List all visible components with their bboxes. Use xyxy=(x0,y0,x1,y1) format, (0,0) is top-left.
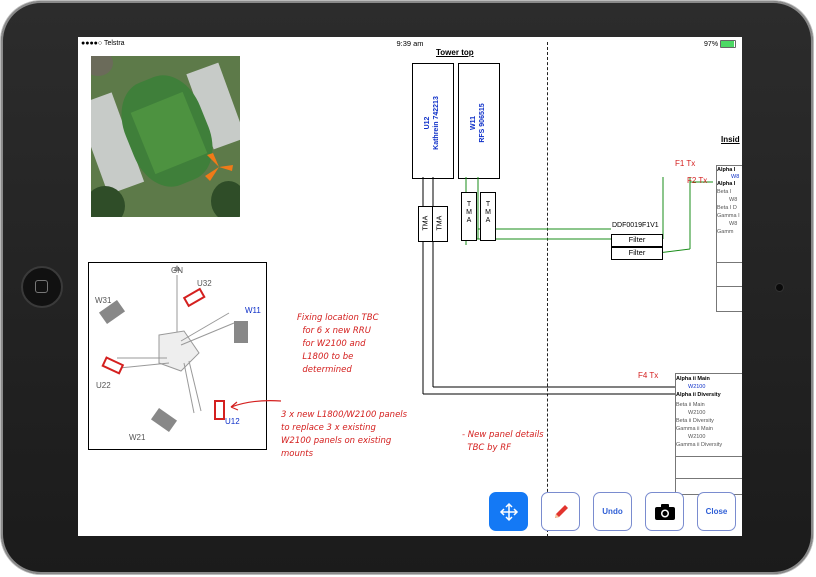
feeder-label-f2: F2 Tx xyxy=(687,176,708,185)
feeder-label-f1: F1 Tx xyxy=(675,159,696,168)
antenna-w11-label: W11 RFS 906515 xyxy=(470,103,486,143)
move-arrows-icon xyxy=(499,502,518,521)
battery-icon xyxy=(720,40,736,48)
table-top-row: Alpha I xyxy=(717,181,736,187)
tma-label-3: T M A xyxy=(466,201,472,224)
tma-box-2: TMA xyxy=(432,206,448,242)
sector-label-w21: W21 xyxy=(129,433,146,442)
schematic-lines xyxy=(422,177,713,395)
filter-label-2: Filter xyxy=(628,248,646,257)
table-bottom-row: Beta ii Main xyxy=(676,402,705,408)
tower-top-title: Tower top xyxy=(436,48,474,57)
undo-button[interactable]: Undo xyxy=(593,492,632,531)
table-bottom-row: W2100 xyxy=(688,410,706,416)
table-bottom-row: Alpha ii Diversity xyxy=(676,392,721,398)
inside-title: Insid xyxy=(721,135,740,144)
equipment-table-bottom: Alpha ii Main W2100 Alpha ii Diversity B… xyxy=(675,373,742,495)
sector-label-u12: U12 xyxy=(225,417,240,426)
undo-label: Undo xyxy=(602,507,623,516)
table-top-row: Gamm xyxy=(717,229,734,235)
feeder-label-f4: F4 Tx xyxy=(638,371,659,380)
table-top-row: W8 xyxy=(731,174,740,180)
tma-box-3: T M A xyxy=(461,192,477,241)
table-top-row: Gamma I xyxy=(717,213,740,219)
tma-label-2: TMA xyxy=(436,215,444,231)
sector-label-u22: U22 xyxy=(96,381,111,390)
north-label: GN xyxy=(171,266,183,275)
site-plan: GN U32 W11 W31 U22 U12 W21 xyxy=(88,262,267,450)
equipment-table-top: Alpha I W8 Alpha I Beta I W8 Beta I D Ga… xyxy=(716,165,742,312)
table-top-row: Alpha I xyxy=(717,167,736,173)
table-bottom-row: W2100 xyxy=(688,434,706,440)
battery-status: 97% xyxy=(704,40,736,48)
table-bottom-row: Gamma ii Diversity xyxy=(676,442,723,448)
move-button[interactable] xyxy=(489,492,528,531)
table-top-row: W8 xyxy=(729,197,738,203)
home-square-icon xyxy=(35,280,48,293)
antenna-w11: W11 RFS 906515 xyxy=(458,63,500,179)
filter-code: DDF0019F1V1 xyxy=(612,222,659,229)
tma-box-4: T M A xyxy=(480,192,496,241)
clock: 9:39 am xyxy=(396,39,424,48)
close-label: Close xyxy=(705,507,728,516)
note-replace-panels: 3 x new L1800/W2100 panels to replace 3 … xyxy=(281,410,408,459)
antenna-u12-label: U12 Kathrein 742213 xyxy=(424,96,440,150)
screen: ●●●●○ Telstra 9:39 am 97% xyxy=(78,37,742,536)
pencil-button[interactable] xyxy=(541,492,580,531)
satellite-map xyxy=(91,56,240,217)
camera-button[interactable] xyxy=(645,492,684,531)
boundary-dashed-line xyxy=(547,42,548,536)
note-panel-details: - New panel details TBC by RF xyxy=(462,430,544,453)
front-camera xyxy=(775,283,784,292)
table-bottom-row: Beta ii Diversity xyxy=(676,418,714,424)
sector-label-w11: W11 xyxy=(245,306,261,315)
home-button[interactable] xyxy=(21,266,63,308)
table-top-row: W8 xyxy=(729,221,738,227)
site-plan-drawing xyxy=(98,265,248,433)
close-button[interactable]: Close xyxy=(697,492,736,531)
table-bottom-row: Gamma ii Main xyxy=(676,426,713,432)
status-bar: ●●●●○ Telstra 9:39 am 97% xyxy=(78,37,742,51)
note-fixing-location: Fixing location TBC for 6 x new RRU for … xyxy=(297,313,379,375)
map-tree xyxy=(211,181,240,217)
north-arrow-icon xyxy=(173,265,181,271)
tma-label-4: T M A xyxy=(485,201,491,224)
annotation-arrow-icon xyxy=(230,400,282,411)
antenna-u12: U12 Kathrein 742213 xyxy=(412,63,454,179)
site-marker-icon xyxy=(205,153,233,181)
sector-label-u32: U32 xyxy=(197,279,212,288)
map-road xyxy=(91,56,113,76)
table-bottom-row: W2100 xyxy=(688,384,706,390)
sector-label-w31: W31 xyxy=(95,296,112,305)
filter-box-2: Filter xyxy=(611,247,663,260)
filter-box-1: Filter xyxy=(611,234,663,247)
table-top-row: Beta I xyxy=(717,189,732,195)
carrier-signal: ●●●●○ Telstra xyxy=(81,40,125,47)
battery-percent: 97% xyxy=(704,40,719,48)
tma-label-1: TMA xyxy=(422,215,430,231)
map-tree xyxy=(91,186,125,217)
pencil-icon xyxy=(554,504,568,518)
filter-label-1: Filter xyxy=(628,235,646,244)
table-bottom-row: Alpha ii Main xyxy=(676,376,710,382)
camera-icon xyxy=(654,503,675,520)
table-top-row: Beta I D xyxy=(717,205,737,211)
